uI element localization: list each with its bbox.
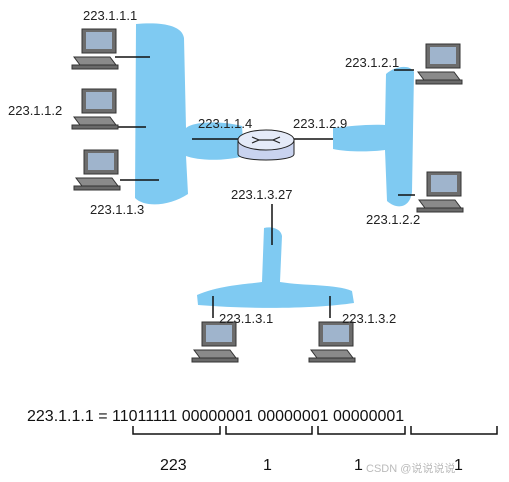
octet-3-bracket <box>317 426 406 435</box>
label-router-if-223-1-3-27: 223.1.3.27 <box>231 187 293 202</box>
ip-dotted-decimal: 223.1.1.1 <box>27 408 94 425</box>
octet-1-binary: 11011111 <box>111 408 178 425</box>
host-223-1-1-2-icon <box>71 88 119 130</box>
octet-3-binary: 00000001 <box>257 408 329 425</box>
label-223-1-1-1: 223.1.1.1 <box>83 8 138 23</box>
octet-brackets <box>132 426 498 435</box>
octet-1-bracket <box>132 426 221 435</box>
label-223-1-3-1: 223.1.3.1 <box>219 311 274 326</box>
subnet-223-1-3 <box>197 227 354 308</box>
label-223-1-2-2: 223.1.2.2 <box>366 212 421 227</box>
octet-1-decimal: 223 <box>160 457 187 474</box>
label-router-if-223-1-1-4: 223.1.1.4 <box>198 116 253 131</box>
octet-4-bracket <box>410 426 498 435</box>
dotted-decimal-equation: 223.1.1.1 = 11011111 00000001 00000001 0… <box>27 408 404 426</box>
router-icon <box>237 129 295 161</box>
watermark: CSDN @说说说说 <box>366 463 456 475</box>
host-223-1-2-2-icon <box>416 171 464 213</box>
octet-3-decimal: 1 <box>354 457 363 474</box>
label-223-1-2-1: 223.1.2.1 <box>345 55 400 70</box>
label-223-1-3-2: 223.1.3.2 <box>342 311 397 326</box>
label-223-1-1-2: 223.1.1.2 <box>8 103 63 118</box>
host-223-1-2-1-icon <box>415 43 463 85</box>
host-223-1-3-1-icon <box>191 321 239 363</box>
octet-2-binary: 00000001 <box>181 408 253 425</box>
subnet-223-1-1 <box>135 23 244 205</box>
subnet-223-1-2 <box>333 66 414 207</box>
links <box>112 56 415 318</box>
host-223-1-1-1-icon <box>71 28 119 70</box>
octet-2-bracket <box>225 426 313 435</box>
host-223-1-1-3-icon <box>73 149 121 191</box>
host-223-1-3-2-icon <box>308 321 356 363</box>
equals-sign: = <box>98 408 108 425</box>
octet-2-decimal: 1 <box>263 457 272 474</box>
octet-4-decimal: 1 <box>454 457 463 474</box>
label-router-if-223-1-2-9: 223.1.2.9 <box>293 116 348 131</box>
octet-4-binary: 00000001 <box>332 408 405 425</box>
label-223-1-1-3: 223.1.1.3 <box>90 202 145 217</box>
